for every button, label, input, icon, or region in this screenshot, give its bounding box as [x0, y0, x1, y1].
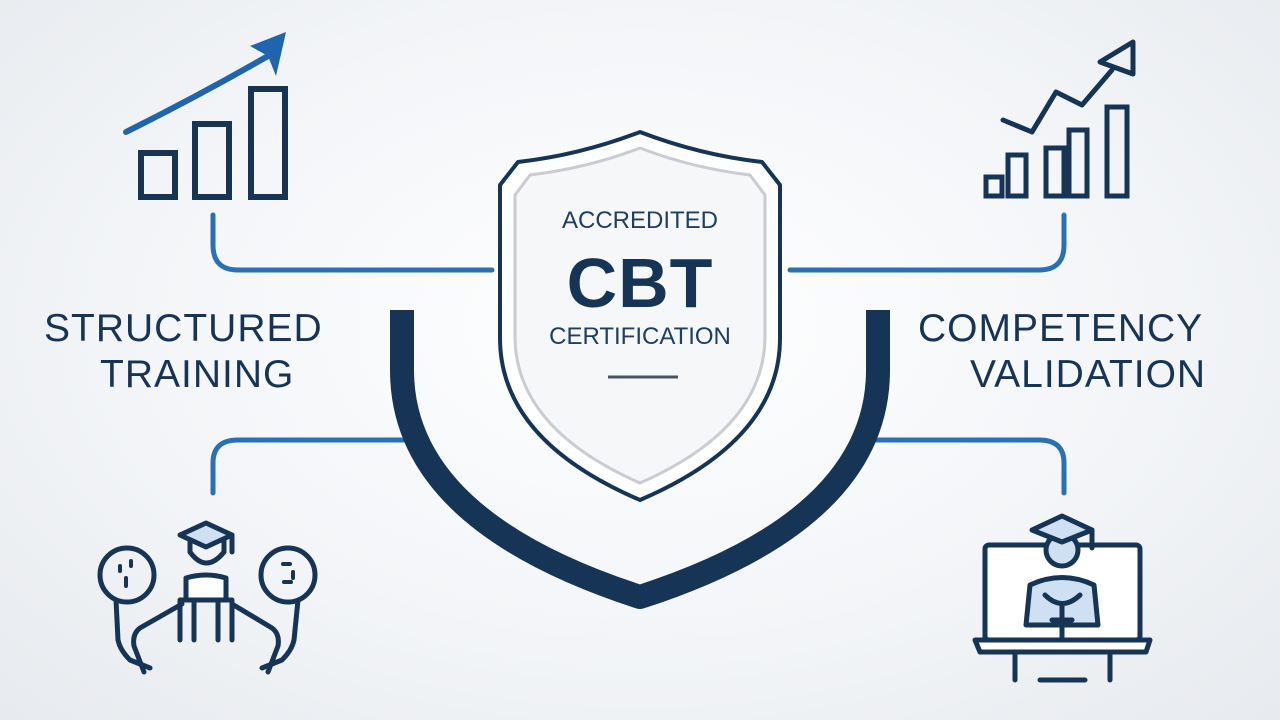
connector-top-left	[210, 212, 495, 273]
instructor-with-two-speech-bubbles-icon	[97, 520, 318, 675]
connector-bottom-left	[210, 437, 421, 496]
connector-top-right	[787, 212, 1067, 273]
speech-bubble-right	[258, 545, 318, 605]
connector-bottom-right	[863, 437, 1067, 496]
outer-shield-arc	[390, 310, 890, 609]
badge-certification-text: CERTIFICATION	[549, 323, 731, 350]
monitor-stand	[972, 637, 1153, 655]
certification-badge	[498, 130, 782, 502]
graduate-cap	[1029, 513, 1095, 545]
badge-shield-inner	[513, 146, 767, 485]
badge-cbt-text: CBT	[566, 244, 714, 322]
badge-accredited-text: ACCREDITED	[561, 207, 718, 234]
speech-bubble-left	[97, 545, 157, 605]
competency-validation-label-line-2: VALIDATION	[970, 353, 1207, 396]
structured-training-label-line-1: STRUCTURED	[44, 307, 323, 350]
rising-bar-chart-with-arrow-icon	[123, 32, 288, 200]
graduate-on-monitor-icon	[972, 513, 1153, 683]
bar-chart-with-trend-line-icon	[983, 39, 1136, 199]
structured-training-label-line-2: TRAINING	[100, 353, 295, 396]
connectors	[210, 212, 1067, 496]
competency-validation-label-line-1: COMPETENCY	[918, 307, 1204, 350]
